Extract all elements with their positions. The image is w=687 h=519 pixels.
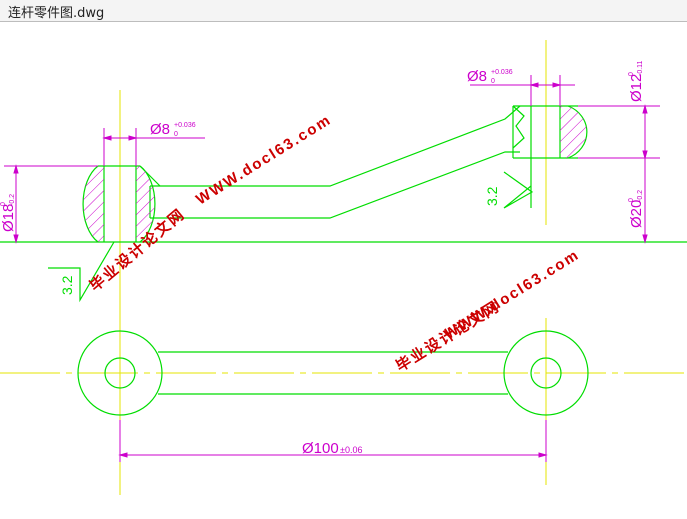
break-line <box>512 105 525 149</box>
centerlines <box>0 40 687 495</box>
dim-right-bottom-tol-lower: -0.2 <box>637 190 644 202</box>
dim-top-left-bore-tol-upper: +0.036 <box>174 122 196 129</box>
left-outer-circle <box>77 330 163 416</box>
right-outer-circle <box>503 330 589 416</box>
arm-top-edge <box>150 105 521 187</box>
window-title: 连杆零件图.dwg <box>8 6 105 21</box>
roughness-symbols <box>48 171 534 303</box>
watermark-cn-2: 毕业设计论文网 <box>393 297 503 375</box>
roughness-right-value: 3.2 <box>484 186 500 206</box>
dim-center-distance-tol: ±0.06 <box>340 445 362 455</box>
section-hatching <box>83 106 587 242</box>
watermark-url-1: WWW.docl63.com <box>193 111 335 208</box>
dim-right-top-tol-lower: -0.11 <box>637 60 644 76</box>
right-inner-circle <box>530 357 562 389</box>
dim-right-top: Ø12 <box>628 74 645 102</box>
dim-left-height: Ø18 <box>0 204 17 232</box>
window-titlebar: 连杆零件图.dwg <box>0 0 687 22</box>
arm-bottom-edge <box>150 151 520 219</box>
plan-view-outline <box>77 330 589 416</box>
dimension-lines <box>4 75 660 462</box>
left-inner-circle <box>104 357 136 389</box>
drawing-canvas[interactable]: Ø8 +0.036 0 Ø8 +0.036 0 Ø18 0 -0.2 Ø12 0… <box>0 22 687 514</box>
left-roughness-symbol <box>48 241 115 303</box>
dim-top-right-bore: Ø8 <box>467 68 487 85</box>
dim-left-height-tol-upper: 0 <box>0 202 7 206</box>
dim-right-bottom-tol-upper: 0 <box>628 198 635 202</box>
dimension-text: Ø8 +0.036 0 Ø8 +0.036 0 Ø18 0 -0.2 Ø12 0… <box>0 60 645 457</box>
dim-top-left-bore-tol-lower: 0 <box>174 131 178 138</box>
roughness-left-value: 3.2 <box>59 275 75 295</box>
dim-left-height-tol-lower: -0.2 <box>9 194 16 206</box>
roughness-text: 3.2 3.2 <box>59 186 500 295</box>
dim-right-bottom: Ø20 <box>628 200 645 228</box>
dim-center-distance: Ø100 <box>302 440 339 457</box>
dim-top-right-bore-tol-upper: +0.036 <box>491 69 513 76</box>
dim-right-top-tol-upper: 0 <box>628 72 635 76</box>
watermarks: WWW.docl63.com 毕业设计论文网 WWW.docl63.com 毕业… <box>86 111 583 375</box>
cad-drawing: Ø8 +0.036 0 Ø8 +0.036 0 Ø18 0 -0.2 Ø12 0… <box>0 40 687 495</box>
dim-top-left-bore: Ø8 <box>150 121 170 138</box>
dim-top-right-bore-tol-lower: 0 <box>491 78 495 85</box>
right-roughness-symbol <box>503 171 534 209</box>
